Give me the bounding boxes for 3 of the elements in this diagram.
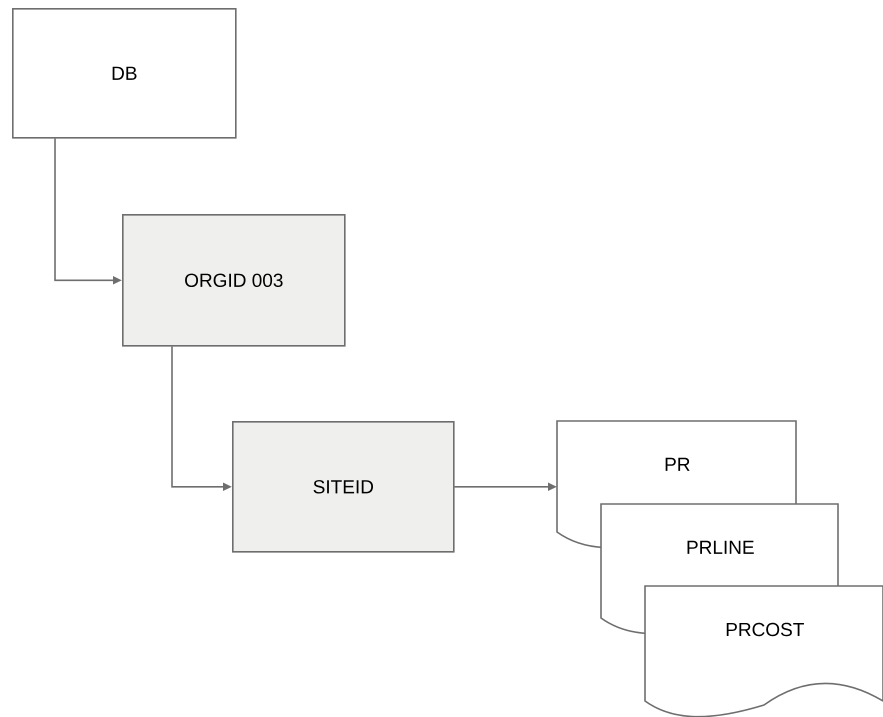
process-box: SITEID: [232, 421, 455, 553]
process-box: ORGID 003: [122, 214, 346, 347]
process-box: DB: [12, 8, 237, 139]
